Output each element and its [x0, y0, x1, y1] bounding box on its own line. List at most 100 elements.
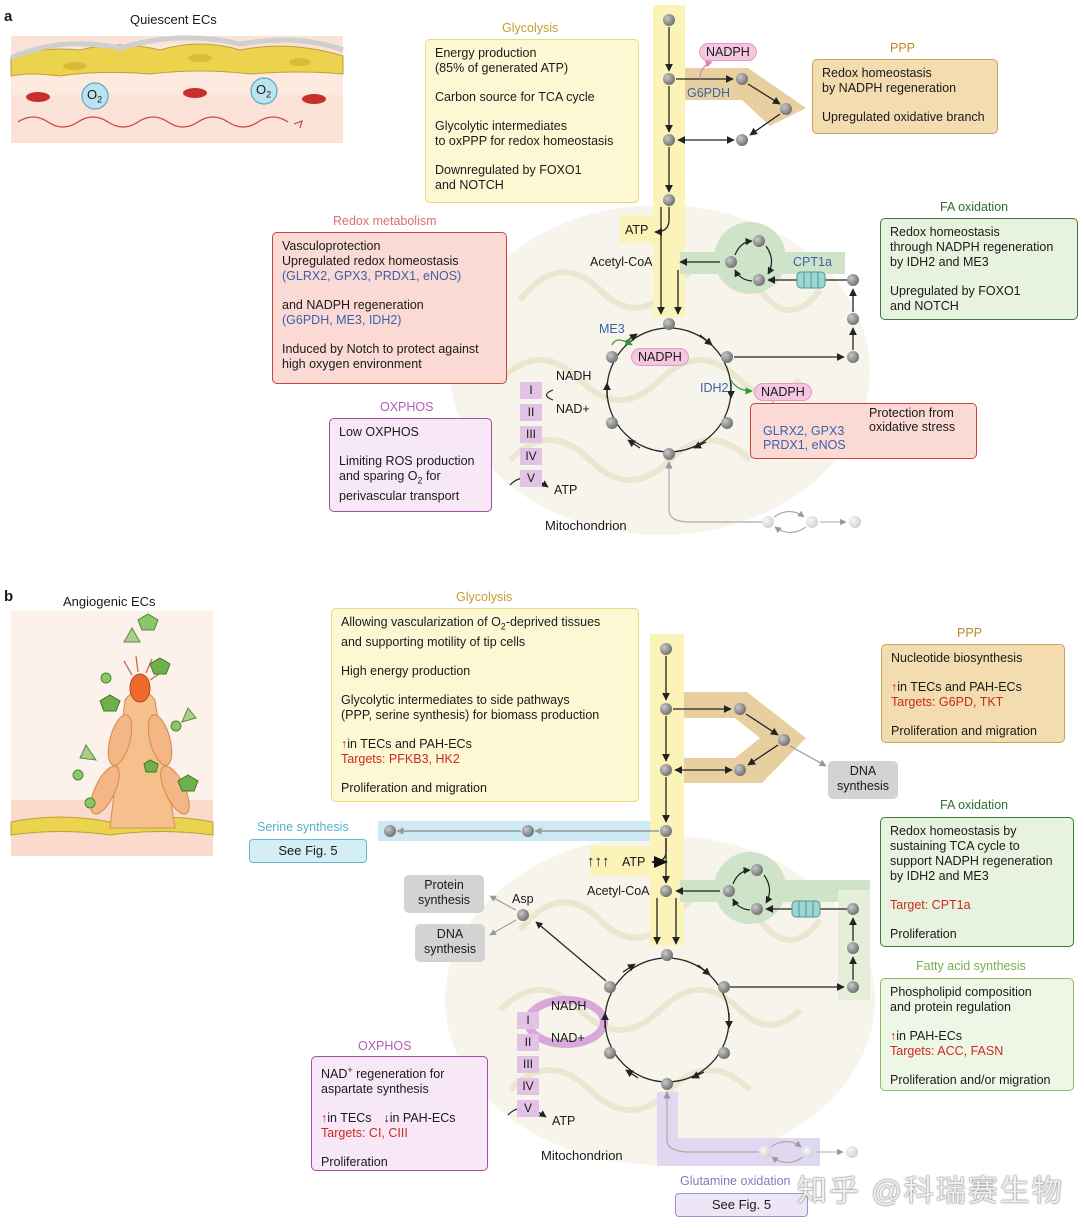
fa-oxidation-b-target: Target: CPT1a — [890, 898, 971, 912]
oxphos-box-b: NAD+ regeneration for aspartate synthesi… — [311, 1056, 488, 1171]
complex-i-a: I — [520, 382, 542, 399]
ppp-b-targets: Targets: G6PD, TKT — [891, 695, 1004, 709]
fa-oxidation-box-a: Redox homeostasis through NADPH regenera… — [880, 218, 1078, 320]
glycolysis-b-line-3: Glycolytic intermediates to side pathway… — [341, 692, 600, 722]
fa-synthesis-line-1: Phospholipid composition and protein reg… — [890, 985, 1032, 1014]
serine-see-fig-5[interactable]: See Fig. 5 — [249, 839, 367, 863]
fa-synthesis-line-4: Proliferation and/or migration — [890, 1073, 1051, 1087]
up-arrow-icon: ↑ — [891, 680, 898, 694]
redox-line-6: Induced by Notch to protect against high… — [282, 342, 479, 371]
redox-box: Vasculoprotection Upregulated redox home… — [272, 232, 507, 384]
oxphos-b-line-4: Proliferation — [321, 1155, 388, 1170]
g6pdh-label-a: G6PDH — [687, 86, 731, 100]
complex-v-b: V — [517, 1100, 539, 1117]
ppp-title-b: PPP — [957, 626, 983, 640]
panel-a-letter: a — [4, 8, 13, 25]
ppp-b-line-1: Nucleotide biosynthesis — [891, 651, 1023, 665]
acetyl-coa-label-a: Acetyl-CoA — [590, 255, 653, 269]
redox-title: Redox metabolism — [333, 214, 437, 228]
watermark: 知乎 @科瑞赛生物 — [797, 1175, 1064, 1208]
atp-oxphos-label-a: ATP — [554, 483, 578, 497]
atp-label-b: ATP — [622, 855, 646, 869]
redox-line-3: (GLRX2, GPX3, PRDX1, eNOS) — [282, 269, 462, 283]
complex-iv-b: IV — [517, 1078, 539, 1095]
tca-cycle-a — [509, 318, 861, 534]
down-arrow-icon: ↓ — [383, 1111, 390, 1126]
nad-label-b: NAD+ — [551, 1031, 585, 1045]
glycolysis-b-line-2: High energy production — [341, 663, 471, 678]
serine-synthesis-title: Serine synthesis — [257, 820, 349, 834]
glycolysis-a-line-1: Energy production (85% of generated ATP) — [435, 46, 569, 75]
ppp-box-a: Redox homeostasis by NADPH regeneration … — [812, 59, 998, 134]
acetyl-coa-label-b: Acetyl-CoA — [587, 884, 650, 898]
fa-oxidation-title-a: FA oxidation — [940, 200, 1009, 214]
oxphos-b-line-1: NAD+ regeneration for aspartate synthesi… — [321, 1065, 445, 1097]
protection-box: Protection from oxidative stress GLRX2, … — [750, 403, 977, 459]
fa-oxidation-box-b: Redox homeostasis by sustaining TCA cycl… — [880, 817, 1074, 947]
oxphos-box-a: Low OXPHOS Limiting ROS production and s… — [329, 418, 492, 512]
up-arrow-icon: ↑ — [321, 1111, 328, 1126]
glutamine-see-fig-5[interactable]: See Fig. 5 — [675, 1193, 808, 1217]
fa-oxidation-b-line-3: Proliferation — [890, 927, 957, 941]
fa-oxidation-a-line-1: Redox homeostasis through NADPH regenera… — [890, 225, 1054, 269]
nadh-label-b: NADH — [551, 999, 587, 1013]
glycolysis-band-b — [650, 634, 684, 946]
ppp-title-a: PPP — [890, 41, 916, 55]
angiogenic-ecs-title: Angiogenic ECs — [63, 594, 156, 609]
nadh-label-a: NADH — [556, 369, 592, 383]
glycolysis-a-line-3: Glycolytic intermediates to oxPPP for re… — [435, 119, 614, 148]
dna-synthesis-box-1: DNA synthesis — [828, 761, 898, 799]
complex-ii-a: II — [520, 404, 542, 421]
glycolysis-b-line-1: Allowing vascularization of O2-deprived … — [341, 615, 601, 649]
fa-synthesis-box: Phospholipid composition and protein reg… — [880, 978, 1074, 1091]
redox-line-1: Vasculoprotection — [282, 239, 381, 253]
ppp-band-a — [685, 68, 806, 126]
tca-cycle-b — [489, 895, 858, 1164]
complex-v-a: V — [520, 470, 542, 487]
atp-label-a: ATP — [625, 223, 649, 237]
protein-synthesis-box: Protein synthesis — [404, 875, 484, 913]
oxphos-a-line-2: Limiting ROS production and sparing O2 f… — [339, 454, 475, 503]
ppp-b-line-4: Proliferation and migration — [891, 724, 1037, 738]
up-arrow-icon: ↑ — [890, 1029, 897, 1043]
ppp-a-line-1: Redox homeostasis by NADPH regeneration — [822, 66, 957, 95]
ppp-band-b — [684, 692, 806, 783]
glycolysis-title-a: Glycolysis — [502, 21, 559, 35]
o2-label-1: O2 — [87, 87, 103, 105]
glycolysis-title-b: Glycolysis — [456, 590, 513, 604]
glutamine-band — [657, 1092, 820, 1166]
fa-oxidation-a-line-2: Upregulated by FOXO1 and NOTCH — [890, 284, 1021, 313]
glycolysis-b-line-4: ↑in TECs and PAH-ECs — [341, 736, 472, 751]
oxphos-b-targets: Targets: CI, CIII — [321, 1126, 408, 1141]
glycolysis-b-targets: Targets: PFKB3, HK2 — [341, 751, 460, 766]
fa-oxidation-title-b: FA oxidation — [940, 798, 1009, 812]
fa-oxidation-b-line-1: Redox homeostasis by sustaining TCA cycl… — [890, 824, 1053, 883]
fa-synthesis-targets: Targets: ACC, FASN — [890, 1044, 1004, 1058]
o2-label-2: O2 — [256, 82, 272, 100]
glycolysis-a-line-4: Downregulated by FOXO1 and NOTCH — [435, 163, 582, 192]
redox-line-4: and NADPH regeneration — [282, 298, 424, 312]
mitochondrion-label-b: Mitochondrion — [541, 1148, 623, 1163]
up-arrow-icon: ↑ — [341, 736, 348, 751]
fa-synthesis-title: Fatty acid synthesis — [916, 959, 1026, 973]
protection-targets: GLRX2, GPX3 PRDX1, eNOS — [763, 424, 846, 452]
mitochondrion-label-a: Mitochondrion — [545, 518, 627, 533]
nadph-pill-me3: NADPH — [631, 348, 689, 366]
complex-iii-b: III — [517, 1056, 539, 1073]
complex-iii-a: III — [520, 426, 542, 443]
glycolysis-nodes-b — [384, 643, 827, 945]
cpt1a-label-a: CPT1a — [793, 255, 832, 269]
complex-ii-b: II — [517, 1034, 539, 1051]
atp-oxphos-label-b: ATP — [552, 1114, 576, 1128]
glutamine-oxidation-title: Glutamine oxidation — [680, 1174, 791, 1188]
complex-iv-a: IV — [520, 448, 542, 465]
panel-b-letter: b — [4, 588, 14, 605]
redox-line-5: (G6PDH, ME3, IDH2) — [282, 313, 402, 327]
glycolysis-box-a: Energy production (85% of generated ATP)… — [425, 39, 639, 203]
fa-oxidation-cycle-a — [725, 235, 859, 363]
glycolysis-a-line-2: Carbon source for TCA cycle — [435, 90, 595, 104]
triple-up-arrows-icon: ↑↑↑ — [587, 853, 610, 870]
quiescent-ec-illustration — [9, 35, 344, 143]
oxphos-title-a: OXPHOS — [380, 400, 434, 414]
